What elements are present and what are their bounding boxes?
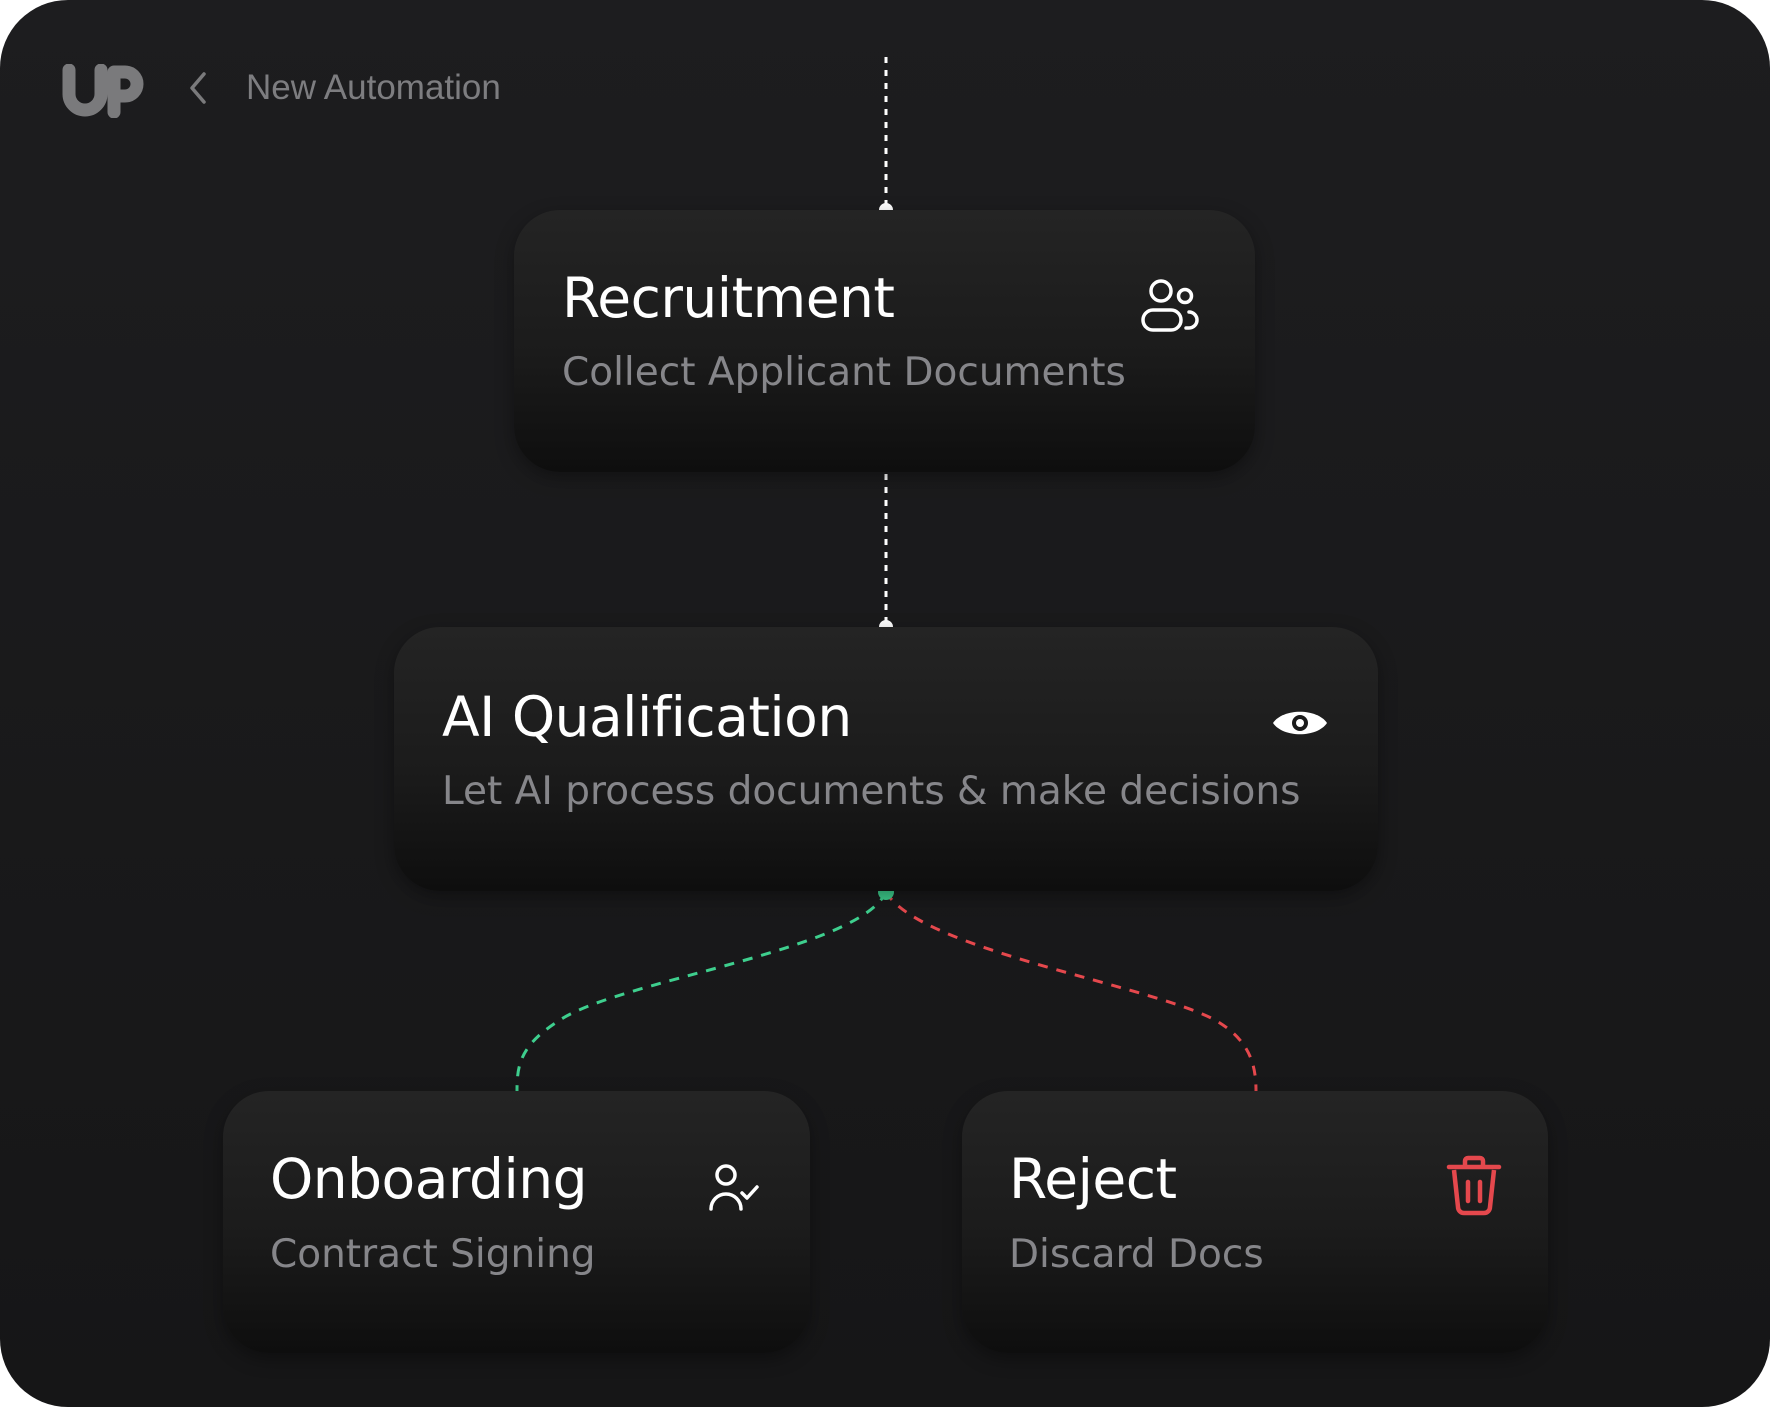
users-icon — [1141, 279, 1199, 332]
node-recruitment[interactable]: Recruitment Collect Applicant Documents — [514, 210, 1255, 472]
reject-branch-connector — [884, 891, 1258, 1092]
chevron-left-icon[interactable] — [186, 70, 212, 106]
node-reject[interactable]: Reject Discard Docs — [962, 1091, 1548, 1353]
node-ai-qualification[interactable]: AI Qualification Let AI process document… — [394, 627, 1378, 891]
node-subtitle: Collect Applicant Documents — [562, 350, 1126, 395]
node-onboarding[interactable]: Onboarding Contract Signing — [223, 1091, 810, 1353]
user-check-icon — [709, 1164, 759, 1211]
node-title: AI Qualification — [442, 685, 852, 749]
node-subtitle: Let AI process documents & make decision… — [442, 769, 1301, 814]
trash-icon[interactable] — [1446, 1155, 1502, 1217]
node-title: Onboarding — [270, 1147, 588, 1211]
up-logo — [62, 64, 144, 118]
page-title: New Automation — [246, 68, 501, 107]
node-subtitle: Contract Signing — [270, 1232, 596, 1277]
node-subtitle: Discard Docs — [1009, 1232, 1264, 1277]
node-title: Recruitment — [562, 266, 895, 330]
node-title: Reject — [1009, 1147, 1177, 1211]
accept-branch-connector — [515, 891, 888, 1092]
eye-icon[interactable] — [1271, 702, 1329, 744]
